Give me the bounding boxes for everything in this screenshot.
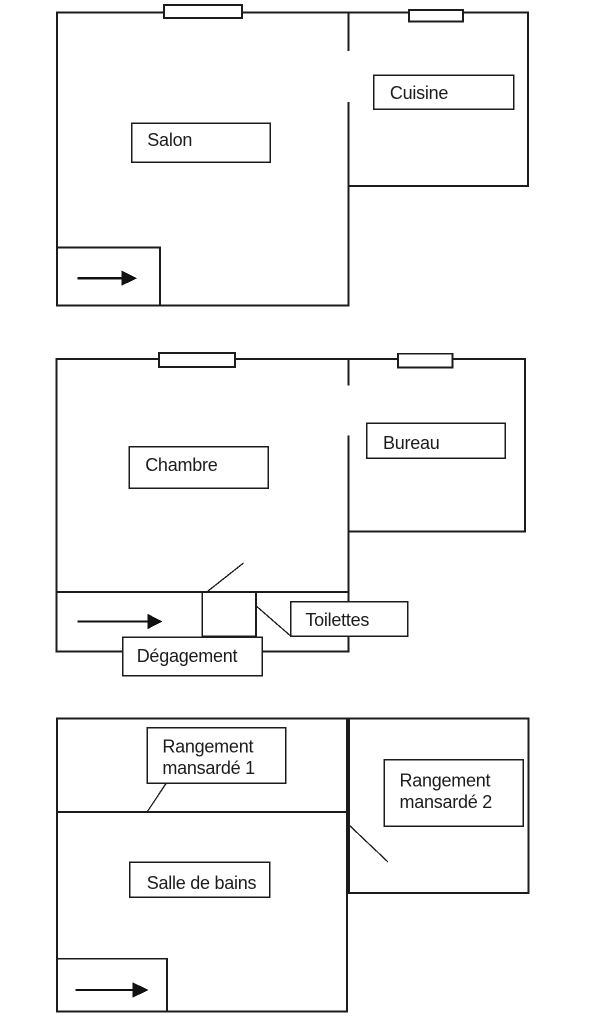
svg-text:Cuisine: Cuisine (390, 83, 449, 103)
svg-text:Rangement: Rangement (162, 737, 253, 757)
svg-text:mansardé 1: mansardé 1 (162, 758, 255, 778)
svg-text:Bureau: Bureau (383, 433, 440, 453)
svg-text:mansardé 2: mansardé 2 (400, 792, 493, 812)
svg-text:Chambre: Chambre (145, 455, 218, 475)
svg-text:Salle de bains: Salle de bains (147, 873, 257, 893)
svg-text:Rangement: Rangement (400, 771, 491, 791)
svg-text:Salon: Salon (147, 130, 192, 150)
svg-text:Toilettes: Toilettes (305, 610, 369, 630)
svg-text:Dégagement: Dégagement (137, 646, 238, 666)
